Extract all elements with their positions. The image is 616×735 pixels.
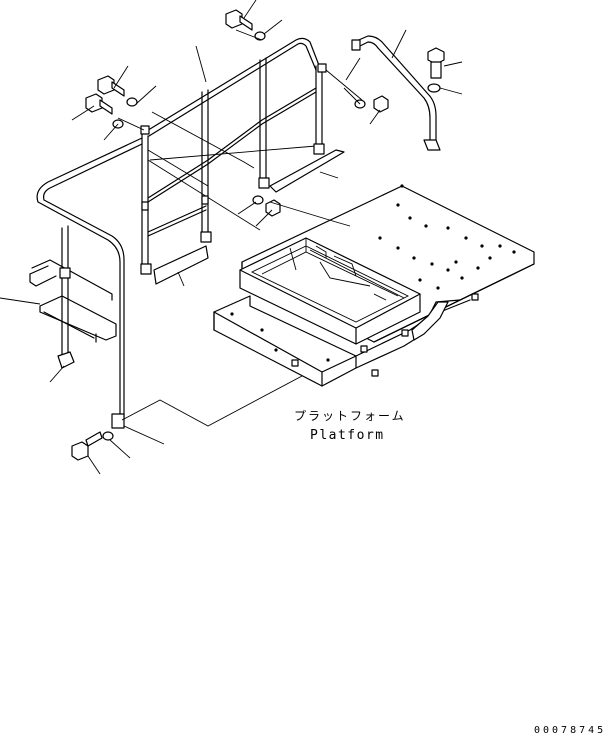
platform-lower-block	[213, 295, 357, 387]
washer-icon	[427, 83, 441, 93]
rear-handrail	[140, 37, 345, 285]
drawing-code: 00078745	[534, 725, 606, 735]
bolt-icon	[97, 75, 125, 97]
leader-lines	[0, 0, 463, 475]
platform-bracket	[411, 301, 449, 341]
platform-holes	[230, 184, 516, 362]
platform	[213, 184, 535, 387]
callout-label-en: Platform	[310, 428, 385, 443]
assembly-lines	[117, 29, 363, 427]
bolt-icon	[225, 9, 253, 31]
nut-icon	[373, 95, 389, 113]
callout-label-jp: プラットフォーム	[294, 409, 406, 423]
right-handrail	[351, 35, 441, 151]
bolt-icon	[71, 431, 103, 461]
kick-plate-right	[269, 149, 345, 193]
bolt-icon	[427, 47, 445, 79]
bolt-icon	[85, 93, 113, 115]
washer-icon	[126, 97, 138, 107]
platform-callout: プラットフォーム Platform	[294, 409, 406, 443]
washer-icon	[102, 431, 114, 441]
side-handrail	[29, 137, 143, 429]
kick-plate-left	[153, 245, 209, 285]
